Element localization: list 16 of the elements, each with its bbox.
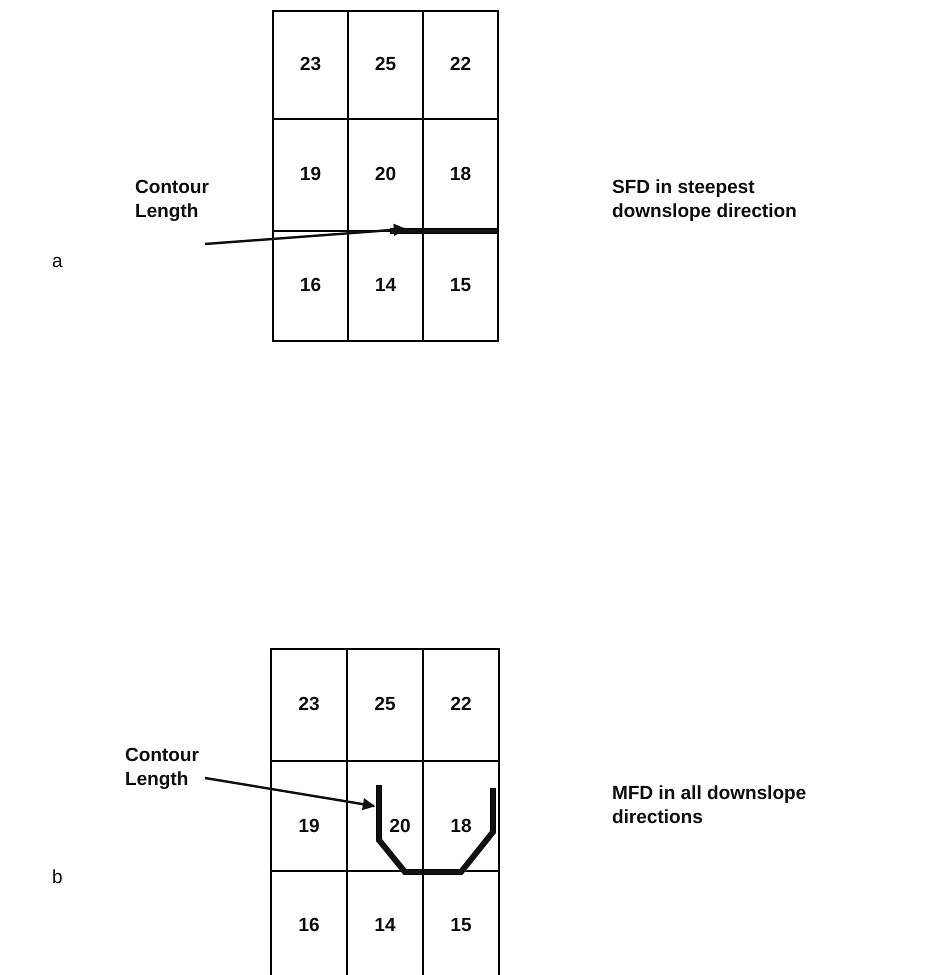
- elevation-cell: 16: [272, 230, 349, 342]
- contour-line: [376, 785, 496, 875]
- elevation-cell: 23: [270, 648, 348, 762]
- leader-arrow: [204, 776, 376, 810]
- contour-line: [390, 228, 498, 234]
- callout-text: Contour Length: [135, 176, 225, 224]
- callout-text: Contour Length: [125, 744, 215, 792]
- elevation-cell: 23: [272, 10, 349, 120]
- elevation-cell: 22: [422, 648, 500, 762]
- panel-letter: a: [52, 250, 64, 274]
- leader-arrow: [204, 224, 406, 246]
- elevation-cell: 22: [422, 10, 499, 120]
- panel-caption: MFD in all downslope directions: [612, 782, 808, 830]
- elevation-cell: 15: [422, 230, 499, 342]
- panel-caption: SFD in steepest downslope direction: [612, 176, 798, 224]
- panel-letter: b: [52, 866, 64, 890]
